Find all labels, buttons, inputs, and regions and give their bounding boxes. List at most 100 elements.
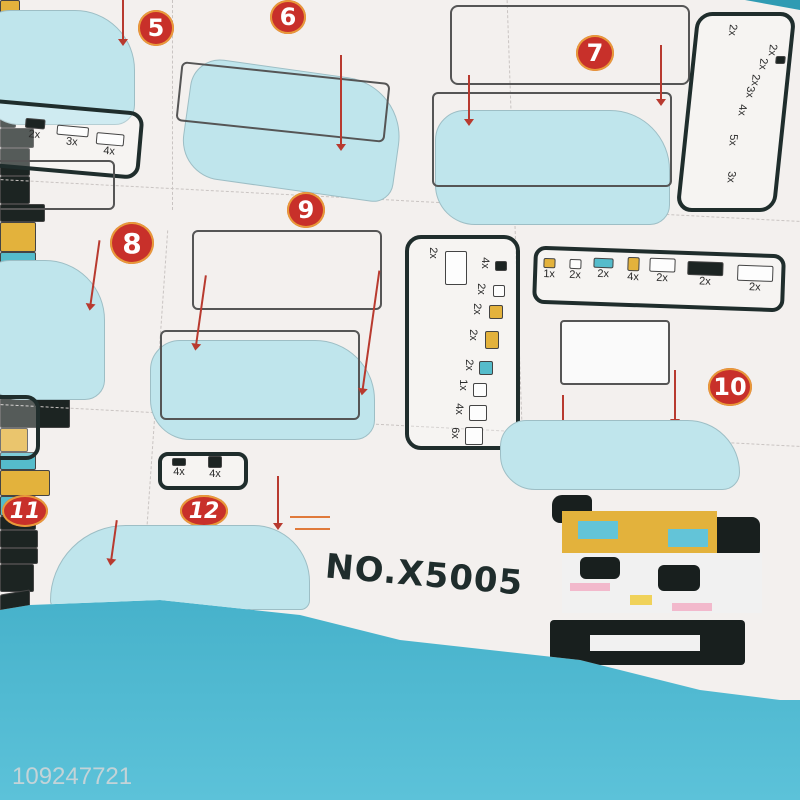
step-8-black-brick xyxy=(0,148,30,176)
part-qty: 2x xyxy=(470,303,483,315)
brick-icon xyxy=(172,458,186,466)
step-7-arrow xyxy=(656,45,666,106)
brick-icon xyxy=(445,251,467,285)
part-item: 4x xyxy=(735,104,748,116)
brick-icon xyxy=(736,264,774,282)
step-9-top-frame xyxy=(192,230,382,310)
part-qty: 2x xyxy=(466,329,479,341)
part-item: 4x xyxy=(208,456,222,480)
part-item: 6x xyxy=(449,427,461,439)
part-item: 4x xyxy=(627,256,640,284)
step-10-yellow-brick xyxy=(0,470,50,496)
step-12-side-arrow xyxy=(290,516,330,518)
brick-icon xyxy=(569,258,582,270)
part-qty: 4x xyxy=(452,403,465,415)
brick-icon xyxy=(489,305,503,319)
panda-lens-left xyxy=(578,521,618,539)
step-12-side-arrow xyxy=(295,528,330,530)
brick-icon xyxy=(627,256,640,272)
brick-icon xyxy=(485,331,499,349)
step-12-black-brick xyxy=(0,548,38,564)
step-9-yellow-brick xyxy=(0,222,36,252)
panda-nose xyxy=(630,595,652,605)
part-item: 4x xyxy=(172,458,186,478)
step-7-white-frame xyxy=(432,92,672,187)
step-7-model xyxy=(435,110,670,225)
part-qty: 2x xyxy=(597,267,610,281)
part-item: 2x xyxy=(463,359,475,371)
step-10-badge: 10 xyxy=(708,368,752,406)
step-5-badge: 5 xyxy=(138,10,174,46)
step-5-model xyxy=(0,10,135,125)
part-item: 2x xyxy=(756,58,769,70)
part-qty: 2x xyxy=(698,275,711,288)
step-6-arrow xyxy=(336,55,346,151)
part-qty: 2x xyxy=(748,281,761,294)
part-qty: 2x xyxy=(725,24,740,36)
step-9-badge: 9 xyxy=(287,192,325,228)
step-10-model xyxy=(500,420,740,490)
step-12-badge: 12 xyxy=(180,495,228,527)
part-item: 4x xyxy=(453,403,465,415)
part-qty: 1x xyxy=(543,267,556,281)
part-item: 2x xyxy=(475,283,487,295)
part-qty: 2x xyxy=(656,271,669,285)
step-10-parts-box: 1x 2x 2x 4x 2x 2x 2x xyxy=(532,245,786,313)
part-item: 2x xyxy=(687,260,724,288)
step-8-black-brick xyxy=(0,176,30,204)
step-7-black-brick xyxy=(0,128,34,148)
brick-icon xyxy=(495,261,507,271)
finished-panda-model xyxy=(550,495,780,665)
part-item: 3x xyxy=(743,86,756,98)
part-qty: 4x xyxy=(735,104,749,116)
part-qty: 1x xyxy=(456,379,469,391)
step-5-arrow xyxy=(118,0,128,46)
dashed-guide xyxy=(172,0,173,210)
step-12-model xyxy=(50,525,310,610)
brick-icon xyxy=(775,56,786,64)
part-item: 1x xyxy=(543,257,556,281)
part-item: 3x xyxy=(55,124,90,150)
part-qty: 3x xyxy=(724,171,738,183)
brick-icon xyxy=(593,257,614,269)
part-item: 2x xyxy=(749,74,762,86)
panda-eye-patch-left xyxy=(580,557,620,579)
part-item: 2x xyxy=(569,258,582,282)
part-item: 2x xyxy=(427,247,439,259)
panda-body-white xyxy=(590,635,700,651)
part-item: 2x xyxy=(593,257,614,281)
part-item: 2x xyxy=(649,257,676,285)
step-9-bottom-frame xyxy=(160,330,360,420)
part-qty: 2x xyxy=(765,44,779,56)
panda-lens-right xyxy=(668,529,708,547)
part-qty: 4x xyxy=(478,257,491,269)
part-qty: 3x xyxy=(743,86,757,98)
step-12-arrow xyxy=(273,476,283,530)
panda-cheek-right xyxy=(672,603,712,611)
part-qty: 2x xyxy=(27,128,41,142)
part-item: 1x xyxy=(457,379,469,391)
step-7-arrow xyxy=(464,75,474,126)
step-12-black-brick xyxy=(0,564,34,592)
watermark: 109247721 xyxy=(12,763,133,790)
step-12-parts-box: 4x 4x xyxy=(158,452,248,490)
part-qty: 2x xyxy=(756,58,770,70)
brick-icon xyxy=(479,361,493,375)
step-9-model xyxy=(150,340,375,440)
part-item: 3x xyxy=(724,171,737,183)
step-10-white-bricks xyxy=(560,320,670,385)
step-12-black-brick xyxy=(0,530,38,548)
part-qty: 2x xyxy=(462,359,475,371)
part-qty: 4x xyxy=(627,270,640,284)
brick-icon xyxy=(687,260,724,277)
part-qty: 2x xyxy=(569,268,582,282)
step-10-arrow xyxy=(670,370,680,426)
brick-icon xyxy=(469,405,487,421)
part-qty: 2x xyxy=(748,74,762,86)
part-qty: 4x xyxy=(173,466,185,478)
brick-icon xyxy=(208,456,222,468)
part-qty: 2x xyxy=(474,283,487,295)
step-10-yellow-brick xyxy=(0,428,28,452)
part-qty: 2x xyxy=(426,247,439,259)
